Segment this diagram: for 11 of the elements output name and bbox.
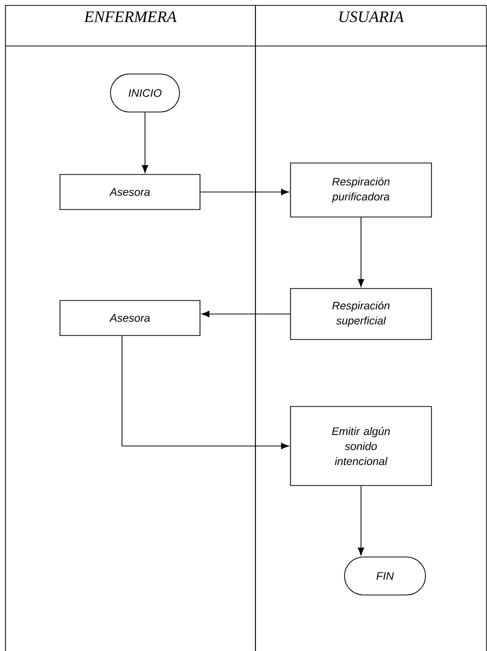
process-box: Asesora	[60, 174, 200, 210]
process-box: Asesora	[60, 300, 200, 336]
arrow	[358, 217, 364, 287]
arrow	[202, 310, 290, 318]
process-box: Emitir algún sonido intencional	[290, 406, 432, 486]
arrow	[200, 188, 289, 196]
process-box: Respiración purificadora	[290, 162, 432, 218]
process-box: Respiración superficial	[290, 288, 432, 340]
arrow	[358, 486, 364, 556]
arrow	[122, 336, 289, 450]
arrow	[142, 112, 148, 173]
